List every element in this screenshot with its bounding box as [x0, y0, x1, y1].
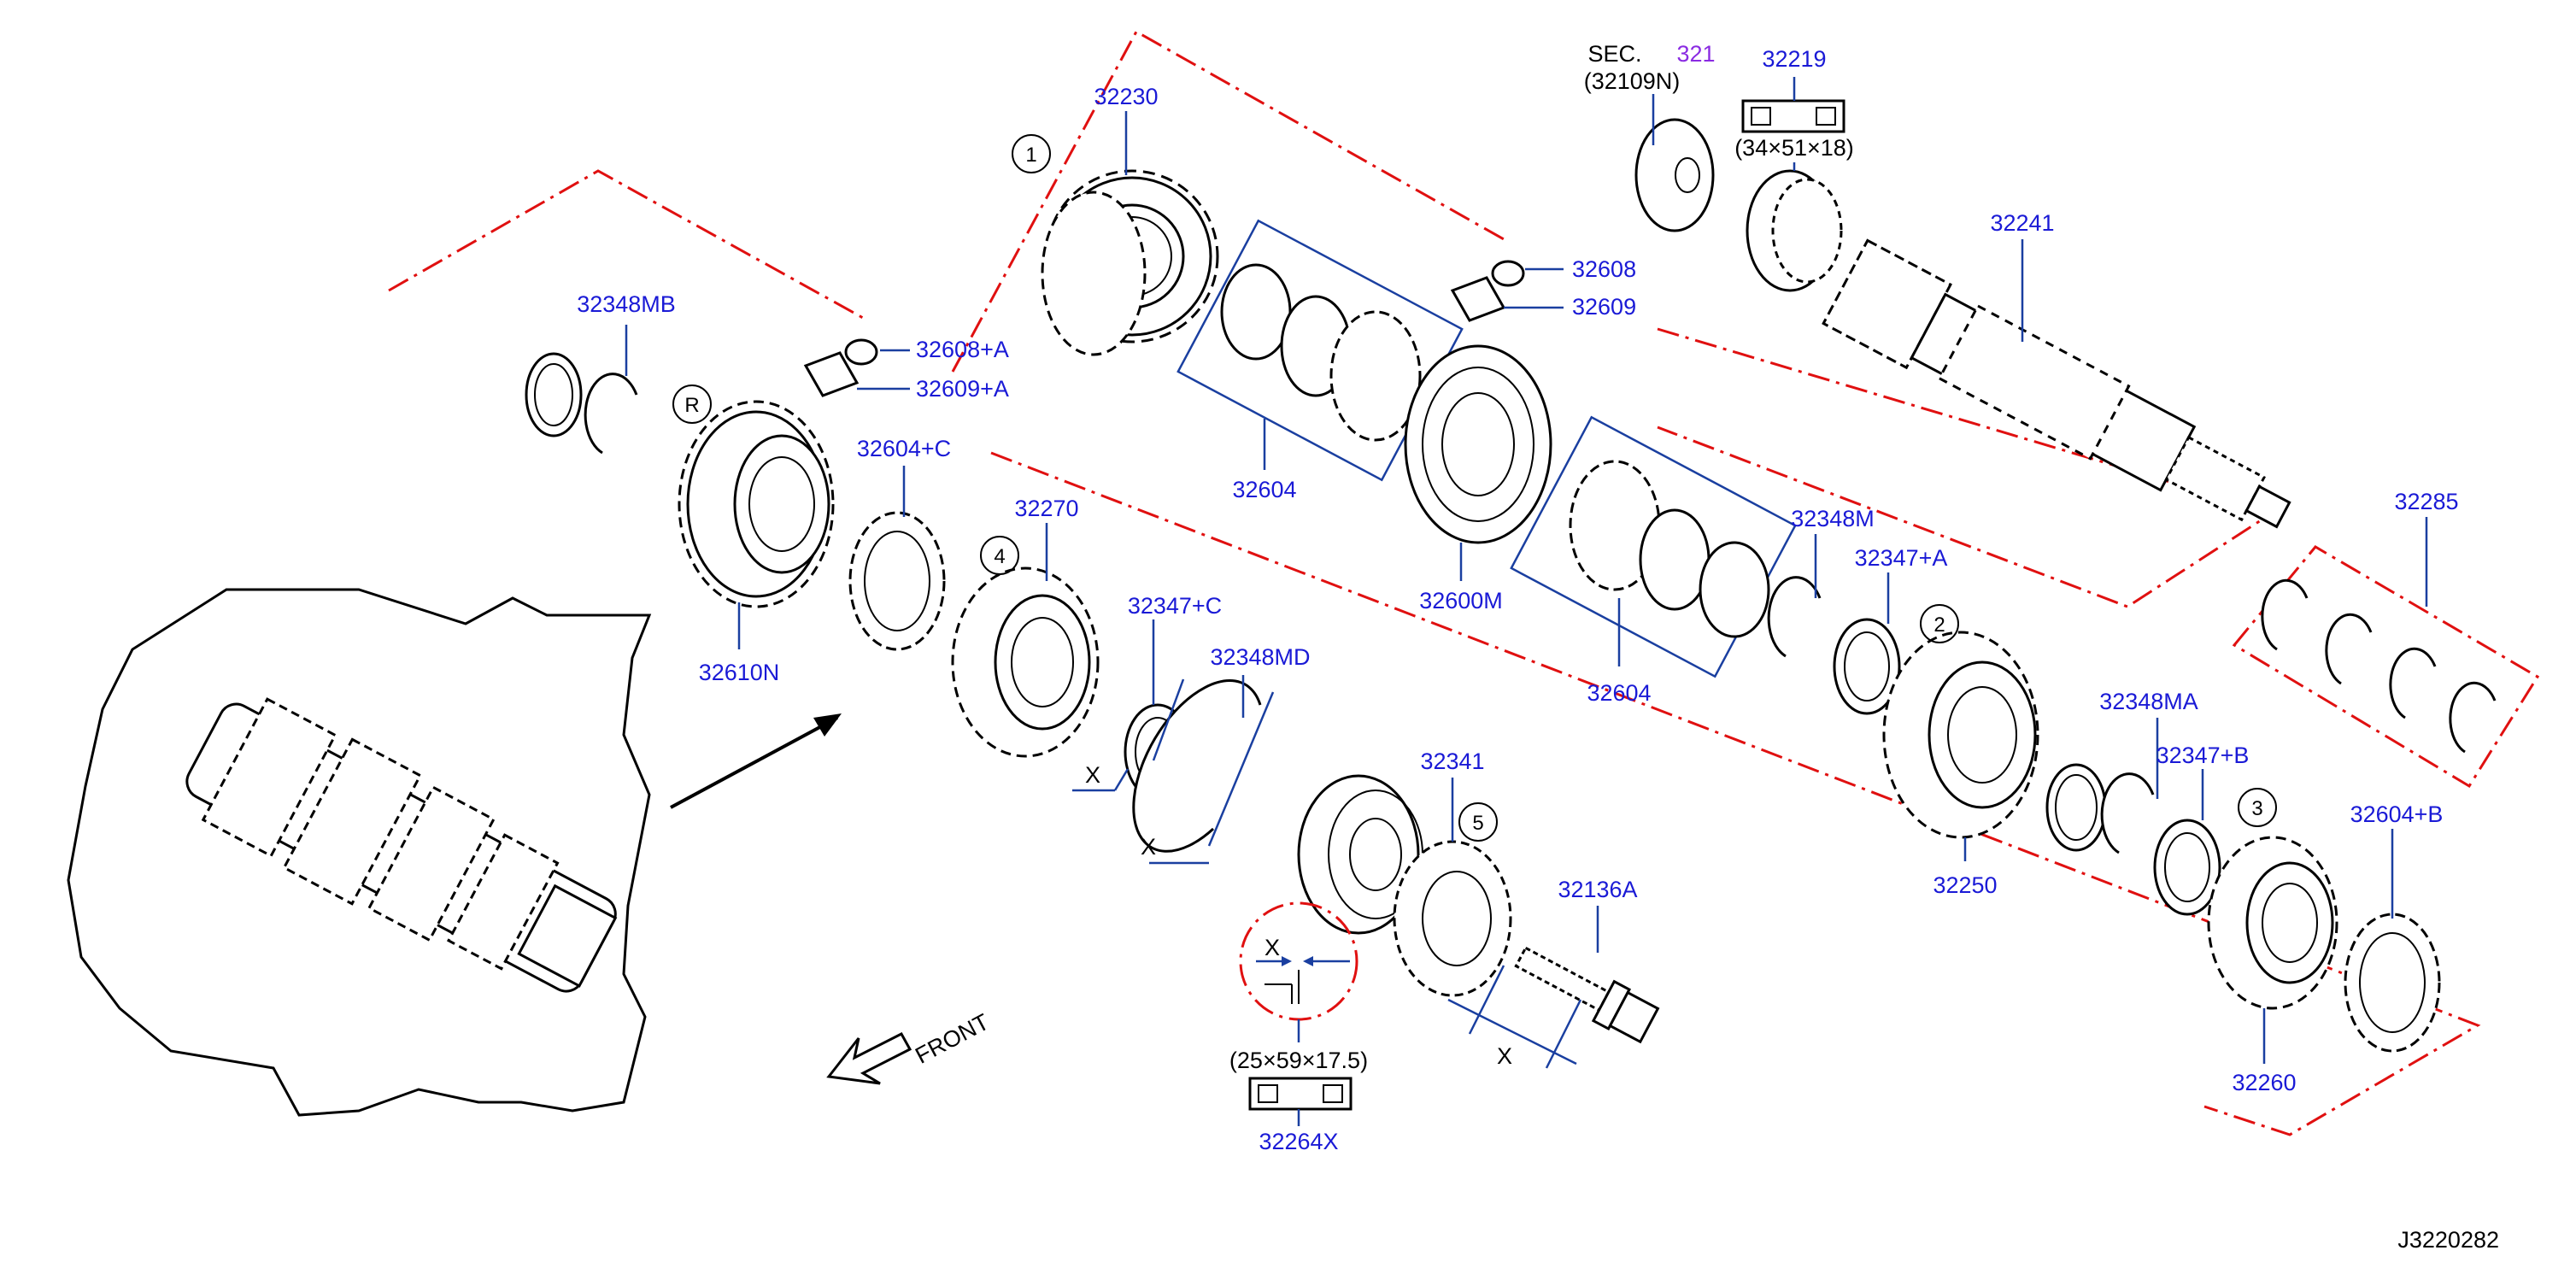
- label-32241: 32241: [1990, 210, 2054, 236]
- shaft-32241: [1822, 238, 2291, 529]
- callout-3: 3: [2238, 788, 2277, 827]
- washer-left-32348ma: [2045, 763, 2107, 852]
- label-front: FRONT: [911, 1009, 993, 1069]
- svg-text:5: 5: [1472, 812, 1483, 835]
- thrust-washer-left: [525, 352, 583, 437]
- phantom-left-upper: [388, 169, 864, 320]
- detail-circle: [1239, 901, 1358, 1042]
- sleeve-32600m: [1404, 344, 1552, 544]
- label-32270: 32270: [1014, 496, 1078, 521]
- needle-bearing-32219: [1746, 169, 1843, 292]
- label-32608a: 32608+A: [916, 337, 1009, 362]
- label-32600m: 32600M: [1419, 588, 1503, 613]
- label-32347b: 32347+B: [2156, 743, 2250, 768]
- label-32348mb: 32348MB: [577, 291, 676, 317]
- label-32285: 32285: [2394, 489, 2458, 514]
- bolt-32136a: [1514, 946, 1660, 1044]
- gear-32341: [1393, 840, 1512, 997]
- label-32136a: 32136A: [1558, 877, 1637, 902]
- key-32608a-32609a: [803, 338, 878, 397]
- label-32219: 32219: [1762, 46, 1826, 72]
- label-32230: 32230: [1094, 84, 1158, 109]
- label-32109n: (32109N): [1584, 68, 1681, 94]
- bearing-symbol-32264x: [1248, 1077, 1353, 1111]
- label-x-3: X: [1265, 935, 1280, 960]
- gear-32260: [2207, 836, 2338, 1010]
- snap-ring-32348m: [1767, 576, 1822, 658]
- label-x-4: X: [1497, 1043, 1512, 1069]
- bearing-cup-32109n: [1634, 118, 1715, 232]
- gear-32610n: [678, 400, 835, 608]
- snap-ring-32348mb: [584, 373, 638, 455]
- label-32604-mid: 32604: [1587, 680, 1651, 706]
- label-32348ma: 32348MA: [2099, 689, 2198, 714]
- view-arrow-head: [813, 713, 842, 737]
- label-32609a: 32609+A: [916, 376, 1009, 402]
- label-dim-25x59x17-5: (25×59×17.5): [1229, 1048, 1368, 1073]
- label-x-2: X: [1141, 834, 1156, 860]
- callout-2: 2: [1920, 604, 1959, 643]
- snap-ring-32348md: [1132, 679, 1262, 853]
- label-32609: 32609: [1572, 294, 1636, 320]
- synchro-32604-mid: [1569, 460, 1770, 638]
- label-32250: 32250: [1933, 872, 1997, 898]
- svg-text:4: 4: [994, 545, 1005, 568]
- synchro-ring-32604c: [848, 511, 946, 651]
- front-arrow: [826, 1032, 912, 1085]
- bearing-32264x: [1297, 774, 1423, 935]
- transmission-housing: [67, 588, 842, 1117]
- svg-text:2: 2: [1933, 613, 1945, 637]
- callout-r: R: [672, 385, 712, 424]
- label-32604b: 32604+B: [2350, 801, 2444, 827]
- label-sec-321: 321: [1676, 41, 1715, 67]
- label-32608: 32608: [1572, 256, 1636, 282]
- synchro-ring-32604b: [2344, 913, 2441, 1053]
- label-sec: SEC.: [1587, 41, 1641, 67]
- label-32610n: 32610N: [699, 660, 780, 685]
- label-32604c: 32604+C: [857, 436, 951, 461]
- label-32347a: 32347+A: [1855, 545, 1948, 571]
- gear-32230: [1041, 169, 1219, 356]
- key-32608-32609: [1450, 260, 1525, 322]
- label-32348md: 32348MD: [1210, 644, 1310, 670]
- svg-text:R: R: [684, 394, 699, 417]
- callout-4: 4: [980, 536, 1019, 575]
- label-dim-34x51x18: (34×51×18): [1734, 135, 1854, 161]
- label-32348m: 32348M: [1791, 506, 1875, 531]
- washer-32347b: [2153, 819, 2221, 916]
- svg-text:1: 1: [1025, 144, 1036, 167]
- callout-1: 1: [1012, 134, 1051, 173]
- svg-text:3: 3: [2251, 797, 2262, 820]
- snap-ring-32348ma: [2100, 772, 2155, 854]
- phantom-lower-diagonal: [990, 451, 2481, 1136]
- bearing-symbol-32219: [1741, 99, 1845, 133]
- label-32341: 32341: [1420, 748, 1484, 774]
- label-32260: 32260: [2232, 1070, 2296, 1095]
- leader-lines: [625, 77, 2428, 1126]
- washer-32347a: [1833, 618, 1901, 715]
- view-arrow-shaft: [670, 716, 838, 809]
- bolt-dimension: [1447, 965, 1582, 1069]
- callout-5: 5: [1458, 802, 1498, 842]
- synchro-32604-top: [1220, 263, 1422, 442]
- phantom-top-upper: [951, 29, 1505, 373]
- label-32347c: 32347+C: [1128, 593, 1222, 619]
- diagram-id: J3220282: [2397, 1227, 2499, 1253]
- phantom-outlines: [388, 29, 2540, 1136]
- label-x-1: X: [1085, 762, 1100, 788]
- phantom-shaft: [1657, 327, 2276, 608]
- snap-rings-32285: [2261, 578, 2497, 754]
- gear-32270: [951, 566, 1100, 758]
- label-32264x: 32264X: [1259, 1129, 1338, 1154]
- gear-32250: [1882, 631, 2039, 839]
- label-32604-top: 32604: [1232, 477, 1296, 502]
